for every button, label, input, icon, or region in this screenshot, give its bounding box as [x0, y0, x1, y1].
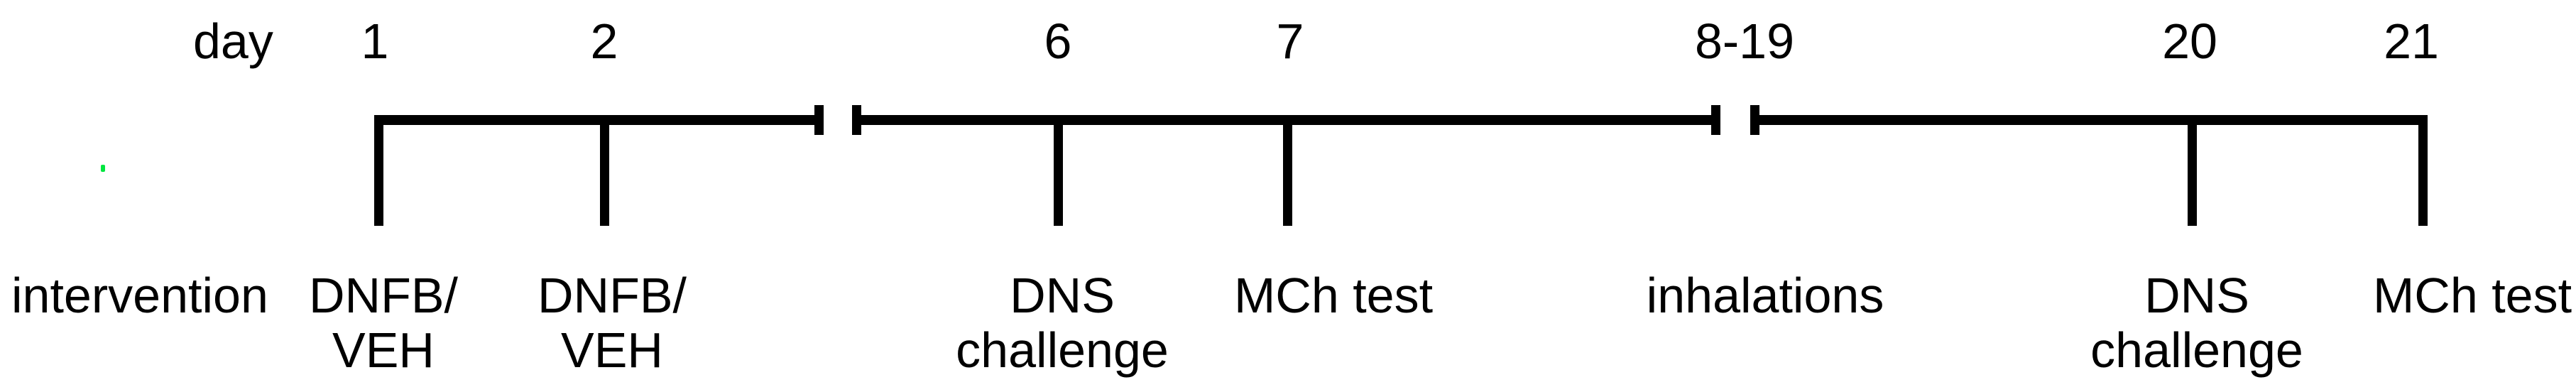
- day-tick: [2418, 115, 2428, 226]
- day-number: 7: [1276, 13, 1304, 69]
- event-label-line: VEH: [332, 322, 435, 378]
- timeline-break-cap: [1711, 105, 1720, 135]
- timeline-break-cap: [1750, 105, 1759, 135]
- event-label: DNFB/VEH: [309, 268, 458, 378]
- green-artifact-dot: [101, 165, 105, 172]
- event-label-line: MCh test: [1233, 268, 1434, 323]
- event-label-line: challenge: [956, 322, 1169, 378]
- event-label-line: DNS: [2144, 268, 2249, 323]
- event-label-line: challenge: [2090, 322, 2303, 378]
- day-number: 2: [590, 13, 618, 69]
- day-number: 21: [2384, 13, 2439, 69]
- timeline-segment: [374, 115, 824, 125]
- event-label-line: VEH: [561, 322, 663, 378]
- event-label-line: DNFB/: [309, 268, 458, 323]
- event-label: inhalations: [1647, 268, 1884, 323]
- day-number: 20: [2162, 13, 2217, 69]
- day-tick: [1054, 115, 1063, 226]
- day-number: 6: [1044, 13, 1072, 69]
- day-number: 1: [361, 13, 389, 69]
- event-label-line: inhalations: [1646, 268, 1884, 323]
- intervention-row-label: intervention: [11, 268, 268, 323]
- day-tick: [1283, 115, 1292, 226]
- event-label-line: MCh test: [2372, 268, 2572, 323]
- event-label: MCh test: [1234, 268, 1433, 323]
- event-label: MCh test: [2373, 268, 2572, 323]
- timeline-break-cap: [852, 105, 861, 135]
- event-label: DNFB/VEH: [537, 268, 687, 378]
- event-label-line: DNFB/: [537, 268, 687, 323]
- timeline-break-cap: [814, 105, 824, 135]
- timeline-segment: [1750, 115, 2428, 125]
- day-tick: [374, 115, 383, 226]
- day-tick: [2188, 115, 2197, 226]
- day-tick: [600, 115, 609, 226]
- day-axis-label: day: [193, 13, 273, 69]
- day-number: 8-19: [1694, 13, 1795, 69]
- event-label-line: DNS: [1010, 268, 1115, 323]
